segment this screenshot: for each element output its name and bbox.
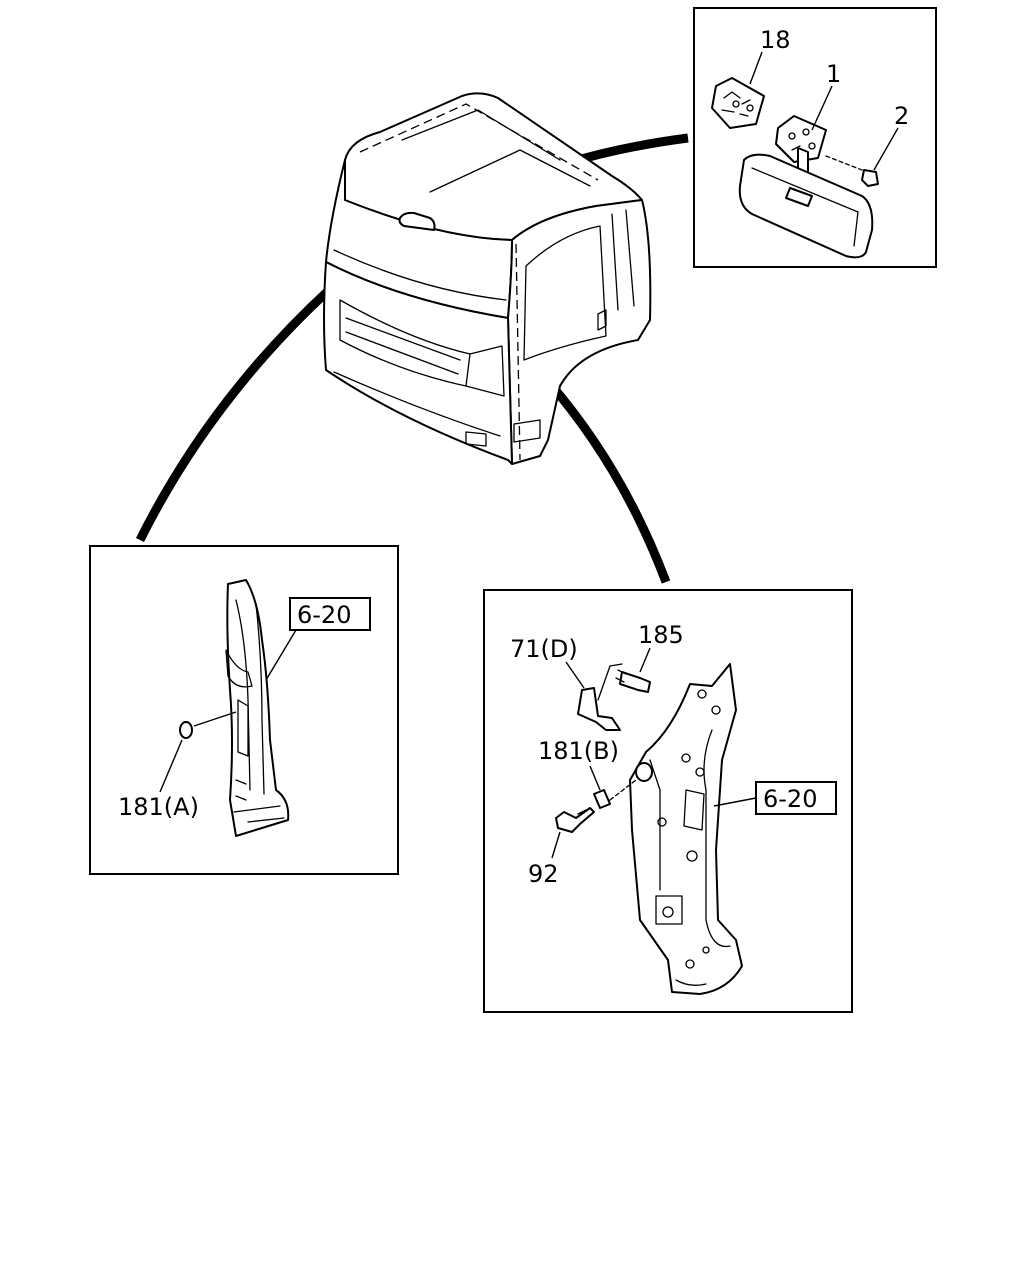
mirror-screw-part: [861, 169, 879, 187]
label-71-d: 71(D): [510, 635, 578, 663]
mirror-pad-part: [711, 77, 765, 129]
label-185: 185: [638, 621, 684, 649]
label-181-a: 181(A): [118, 793, 199, 821]
left-ref-box: [289, 597, 371, 631]
left-pillar-part: [226, 579, 290, 837]
label-92: 92: [528, 860, 559, 888]
bracket-part: [577, 687, 621, 731]
right-pillar-part: [629, 663, 743, 995]
left-ref-label: 6-20: [297, 601, 351, 629]
pillar-collar: [635, 762, 653, 782]
left-pillar-box: 6-20 181(A): [89, 545, 399, 875]
bolt-185-part: [619, 671, 651, 693]
truck-cab: [323, 92, 652, 465]
label-part-1: 1: [826, 60, 841, 88]
label-part-2: 2: [894, 102, 909, 130]
right-ref-box: [755, 781, 837, 815]
left-plug-part: [179, 721, 193, 739]
mirror-detail-box: 18 1 2: [693, 7, 937, 268]
mirror-marker: [398, 211, 436, 231]
right-pillar-box: 71(D) 185 181(B) 6-20 92: [483, 589, 853, 1013]
right-ref-label: 6-20: [763, 785, 817, 813]
label-mirror-pad: 18: [760, 26, 791, 54]
label-181-b: 181(B): [538, 737, 619, 765]
clip-181-part: [593, 789, 611, 809]
bolt-92-part: [555, 807, 595, 833]
arc-to-left-box: [135, 286, 333, 543]
